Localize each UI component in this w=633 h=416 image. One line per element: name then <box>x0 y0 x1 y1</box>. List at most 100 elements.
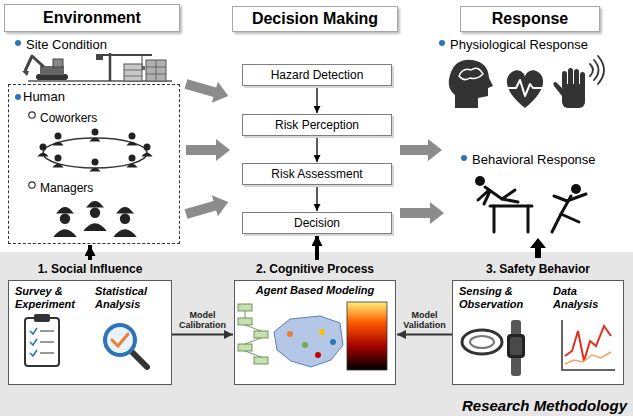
process-box: Risk Perception <box>242 114 392 136</box>
behavioral-icons <box>571 184 581 194</box>
section-label: Site Condition <box>26 37 107 52</box>
bullet-dot <box>15 40 467 161</box>
node-text: Research Methodology <box>462 397 627 414</box>
agent-model-icons <box>287 329 336 358</box>
node-text: Environment <box>43 9 141 27</box>
coworkers-illustration <box>53 133 64 146</box>
survey-icons <box>25 318 59 366</box>
flow-arrow <box>183 73 444 224</box>
up-arrow <box>530 238 546 258</box>
coworkers-illustration <box>127 133 138 146</box>
node-text: Risk Perception <box>275 118 359 132</box>
physiological-icons <box>553 82 564 96</box>
agent-model-icons <box>238 318 252 325</box>
sensing-icons <box>510 337 522 355</box>
behavioral-icons <box>475 176 586 232</box>
node-text: Risk Assessment <box>271 167 362 181</box>
agent-model-icons <box>238 344 252 351</box>
construction-site-illustration <box>96 55 103 60</box>
node-text: 2. Cognitive Process <box>234 260 396 280</box>
coworkers-illustration <box>53 155 64 168</box>
bullet-ring <box>29 112 35 118</box>
coworkers-illustration <box>38 129 153 172</box>
node-text: 3. Safety Behavior <box>452 260 624 280</box>
sensing-icons <box>470 336 494 348</box>
construction-site-illustration <box>124 60 166 81</box>
physiological-icons <box>449 56 604 108</box>
coworkers-illustration <box>142 144 153 157</box>
node-text: Response <box>492 10 568 28</box>
node-text: Data Analysis <box>553 285 619 310</box>
physiological-icons <box>590 56 604 84</box>
behavioral-icons <box>490 205 532 208</box>
flow-arrow <box>400 202 444 224</box>
managers-illustration <box>53 201 136 237</box>
column-header: Response <box>460 6 600 32</box>
methodology-band-ground <box>0 252 633 416</box>
construction-site-illustration <box>25 56 44 71</box>
label-anchor: Physiological Response <box>450 35 588 53</box>
bullet-dot <box>15 94 21 100</box>
node-text: Decision <box>294 216 340 230</box>
sensing-icons <box>511 320 521 376</box>
coworkers-illustration <box>38 144 49 157</box>
survey-icons <box>105 325 135 355</box>
column-header: Decision Making <box>232 6 398 32</box>
panel-ground <box>452 280 624 385</box>
construction-site-illustration <box>109 53 112 81</box>
managers-illustration <box>83 201 106 231</box>
process-box: Hazard Detection <box>242 64 392 86</box>
section-label: Coworkers <box>40 111 97 125</box>
construction-site-illustration <box>96 54 152 56</box>
connector-arrow <box>172 334 233 336</box>
coworkers-illustration <box>90 129 101 142</box>
physiological-icons <box>580 72 585 90</box>
bullet-dot <box>439 40 445 46</box>
survey-icons <box>34 314 50 322</box>
panel-frame: Agent Based Modeling <box>234 280 396 385</box>
flow-arrow <box>400 139 442 161</box>
flow-arrow <box>183 73 231 106</box>
coworkers-illustration <box>90 159 101 172</box>
agent-model-icons <box>274 316 343 367</box>
connector-arrow <box>316 136 317 162</box>
method-panel: 2. Cognitive ProcessAgent Based Modeling <box>234 260 396 385</box>
connector-arrow <box>316 86 317 113</box>
panel-ground <box>8 280 624 385</box>
node-text: Hazard Detection <box>271 68 364 82</box>
bullet-ring <box>29 182 35 188</box>
label-anchor: Managers <box>40 178 93 196</box>
label-anchor: Site Condition <box>26 35 107 53</box>
method-panel: 1. Social InfluenceSurvey & Experiment St… <box>8 260 172 385</box>
managers-illustration <box>53 207 76 237</box>
physiological-icons <box>562 71 567 89</box>
sensing-icons <box>507 334 525 358</box>
node-text: Statistical Analysis <box>95 285 167 310</box>
sensing-icons <box>562 320 615 370</box>
panel-frame: Survey & Experiment Statistical Analysis <box>8 280 172 385</box>
construction-site-illustration <box>22 71 29 76</box>
connector-arrow <box>88 245 92 260</box>
group-box: Human <box>8 84 180 244</box>
node-text: Decision Making <box>252 10 378 28</box>
node-text: 1. Social Influence <box>8 260 172 280</box>
edge-label-anchor: Model Validation <box>400 310 449 331</box>
survey-icons <box>30 328 37 356</box>
agent-model-icons <box>347 302 387 370</box>
bullet-dot <box>461 155 467 161</box>
behavioral-icons <box>478 190 490 204</box>
column-header: Environment <box>4 4 180 32</box>
coworkers-illustration <box>127 155 138 168</box>
section-label: Physiological Response <box>450 37 588 52</box>
agent-model-icons <box>319 329 325 335</box>
survey-icons <box>112 334 128 346</box>
edge-label-anchor: Model Calibration <box>175 310 230 331</box>
panel-frame: Sensing & Observation Data Analysis <box>452 280 624 385</box>
connector-arrow <box>315 235 319 260</box>
node-text: Survey & Experiment <box>15 285 87 310</box>
agent-model-icons <box>330 339 336 345</box>
physiological-icons <box>574 69 579 89</box>
node-text: Sensing & Observation <box>459 285 545 310</box>
process-box: Risk Assessment <box>242 163 392 185</box>
